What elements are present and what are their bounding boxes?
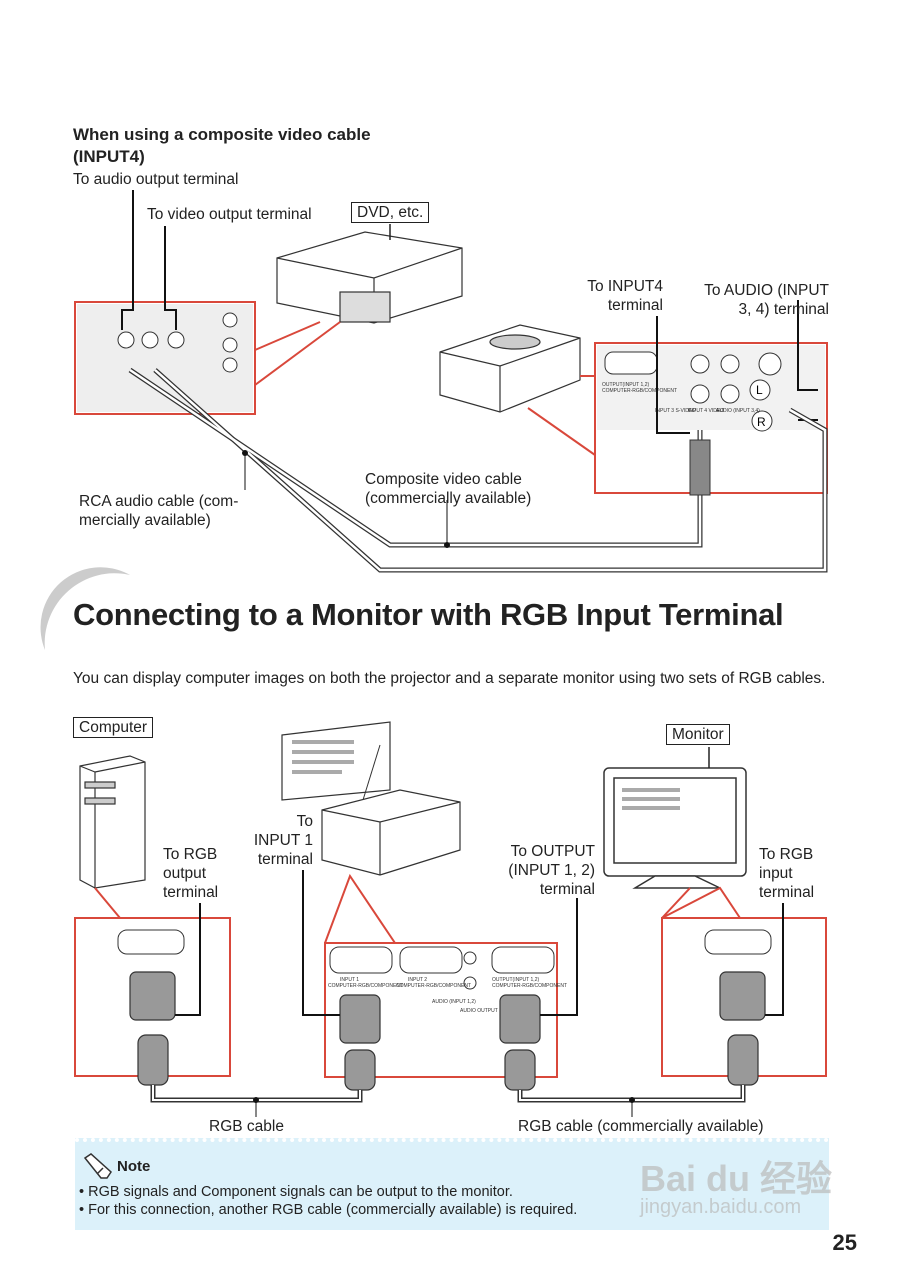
rgb-cable-commercial-label: RGB cable (commercially available): [518, 1118, 764, 1135]
page-number: 25: [832, 1230, 857, 1255]
device-label-dvd: DVD, etc.: [351, 202, 430, 223]
svg-text:AUDIO OUTPUT: AUDIO OUTPUT: [460, 1008, 498, 1014]
rca-cable-line2: mercially available): [79, 512, 211, 529]
projector-illustration: [439, 324, 581, 413]
label-line: terminal: [759, 884, 815, 901]
svg-text:R: R: [757, 415, 766, 429]
watermark-logo: Bai du 经验: [640, 1158, 833, 1199]
label-video-output: To video output terminal: [147, 206, 312, 223]
label-line: input: [759, 865, 793, 882]
label-rgb-input: To RGB input terminal: [759, 845, 814, 902]
label-output: To OUTPUT (INPUT 1, 2) terminal: [485, 842, 595, 899]
label-line: output: [163, 865, 207, 882]
label-line: terminal: [257, 851, 313, 868]
label-input4-line1: To INPUT4: [587, 278, 663, 295]
section-title: Connecting to a Monitor with RGB Input T…: [73, 597, 784, 632]
rgb-cables: [150, 1085, 746, 1103]
label-line: terminal: [163, 884, 219, 901]
svg-text:L: L: [756, 383, 763, 397]
svg-text:INPUT 1: INPUT 1: [340, 977, 359, 983]
monitor-illustration: [603, 767, 747, 889]
svg-text:COMPUTER-RGB/COMPONENT: COMPUTER-RGB/COMPONENT: [602, 388, 677, 394]
svg-text:AUDIO (INPUT 3,4): AUDIO (INPUT 3,4): [716, 408, 760, 414]
dvd-player-illustration: [276, 231, 463, 324]
rca-cable-line1: RCA audio cable (com-: [79, 493, 239, 510]
note-box: Note • RGB signals and Component signals…: [75, 1138, 829, 1230]
svg-text:OUTPUT(INPUT 1,2): OUTPUT(INPUT 1,2): [492, 977, 539, 983]
projector-callout: [527, 342, 828, 494]
svg-text:OUTPUT(INPUT 1,2): OUTPUT(INPUT 1,2): [602, 382, 649, 388]
label-audio-output: To audio output terminal: [73, 171, 239, 188]
note-title: Note: [117, 1158, 151, 1175]
label-line: terminal: [539, 881, 595, 898]
composite-cable-label: Composite video cable (commercially avail…: [365, 470, 531, 508]
device-label-computer: Computer: [73, 717, 154, 738]
note-item: • For this connection, another RGB cable…: [79, 1202, 578, 1218]
svg-text:INPUT 3 S-VIDEO: INPUT 3 S-VIDEO: [655, 408, 696, 414]
label-line: INPUT 1: [253, 832, 313, 849]
svg-text:COMPUTER-RGB/COMPONENT: COMPUTER-RGB/COMPONENT: [492, 983, 567, 989]
label-line: To RGB: [163, 846, 218, 863]
composite-heading-sub: (INPUT4): [73, 147, 145, 166]
watermark-url: jingyan.baidu.com: [640, 1196, 802, 1218]
composite-heading: When using a composite video cable: [73, 125, 371, 144]
label-audio-input: To AUDIO (INPUT 3, 4) terminal: [680, 281, 829, 319]
composite-cable-line2: (commercially available): [365, 490, 532, 507]
label-line: To: [296, 813, 313, 830]
svg-text:AUDIO (INPUT 1,2): AUDIO (INPUT 1,2): [432, 999, 476, 1005]
composite-cable-line1: Composite video cable: [365, 471, 522, 488]
computer-illustration: [79, 755, 146, 889]
svg-text:COMPUTER-RGB/COMPONENT: COMPUTER-RGB/COMPONENT: [328, 983, 403, 989]
label-line: To RGB: [759, 846, 814, 863]
rgb-callouts: [74, 873, 827, 1078]
svg-text:INPUT 4 VIDEO: INPUT 4 VIDEO: [688, 408, 724, 414]
label-audio-in-line1: To AUDIO (INPUT: [704, 282, 829, 299]
rca-cable-label: RCA audio cable (com-mercially available…: [79, 492, 238, 530]
device-label-monitor: Monitor: [666, 724, 730, 745]
label-line: To OUTPUT: [510, 843, 595, 860]
label-audio-in-line2: 3, 4) terminal: [738, 301, 829, 318]
section-intro: You can display computer images on both …: [73, 670, 826, 687]
svg-text:COMPUTER-RGB/COMPONENT: COMPUTER-RGB/COMPONENT: [396, 983, 471, 989]
label-input4-line2: terminal: [607, 297, 663, 314]
svg-text:INPUT 2: INPUT 2: [408, 977, 427, 983]
rgb-cable-label: RGB cable: [209, 1118, 284, 1135]
pencil-icon: [83, 1153, 112, 1179]
label-line: (INPUT 1, 2): [508, 862, 595, 879]
label-rgb-output: To RGB output terminal: [163, 845, 218, 902]
note-item: • RGB signals and Component signals can …: [79, 1184, 513, 1200]
label-input4: To INPUT4 terminal: [563, 277, 663, 315]
